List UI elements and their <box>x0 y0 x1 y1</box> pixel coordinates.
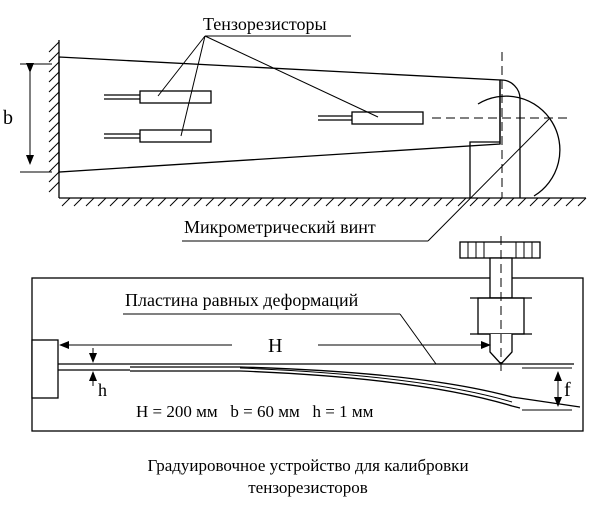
width-label: b <box>3 107 13 129</box>
left-wall-hatching <box>48 41 60 193</box>
strain-gauge-2 <box>139 129 212 143</box>
parameters-label: H = 200 мм b = 60 мм h = 1 мм <box>136 402 374 421</box>
clamp-block <box>31 339 59 399</box>
strain-gauges-label: Тензорезисторы <box>203 14 327 34</box>
length-label: H <box>268 335 282 357</box>
knurled-wheel <box>459 241 541 259</box>
strain-gauge-1 <box>139 90 212 104</box>
side-view-dimensions <box>59 313 572 411</box>
bracket-inner-arc <box>499 79 521 198</box>
strain-gauge-3 <box>351 111 424 125</box>
trapezoid-plate <box>58 56 501 173</box>
thickness-label: h <box>98 380 107 400</box>
strain-gauge-pointers <box>157 35 379 137</box>
bracket-leg <box>469 141 500 198</box>
plate-label: Пластина равных деформаций <box>125 290 359 310</box>
micrometer-pointer <box>182 118 550 242</box>
caption-line-1: Градуировочное устройство для калибровки <box>147 456 469 475</box>
plate-deflected <box>130 366 581 408</box>
side-view <box>31 236 584 432</box>
bracket-circle <box>477 95 561 197</box>
floor-hatching <box>61 197 587 207</box>
figure-caption: Градуировочное устройство для калибровки… <box>0 455 616 499</box>
micrometer-screw-label: Микрометрический винт <box>184 217 376 237</box>
caption-line-2: тензорезисторов <box>248 478 368 497</box>
top-view <box>20 40 587 207</box>
deflection-label: f <box>564 379 571 401</box>
